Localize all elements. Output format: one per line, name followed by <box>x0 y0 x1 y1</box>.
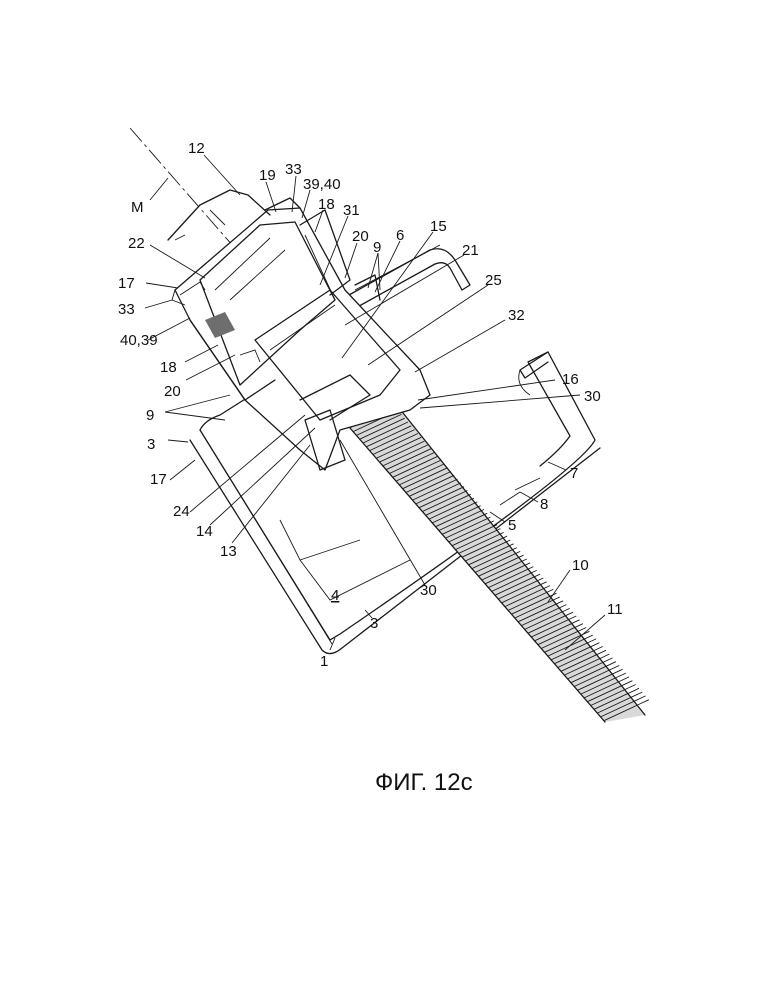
label-30b: 30 <box>420 582 437 599</box>
label-18: 18 <box>318 196 335 213</box>
label-24: 24 <box>173 503 190 520</box>
label-20: 20 <box>352 228 369 245</box>
label-17: 17 <box>118 275 135 292</box>
label-1: 1 <box>320 653 328 670</box>
label-15: 15 <box>430 218 447 235</box>
label-17b: 17 <box>150 471 167 488</box>
label-14: 14 <box>196 523 213 540</box>
label-13: 13 <box>220 543 237 560</box>
label-5: 5 <box>508 517 516 534</box>
label-40-39: 40,39 <box>120 332 158 349</box>
label-9: 9 <box>373 239 381 256</box>
label-m: M <box>131 199 144 216</box>
label-30: 30 <box>584 388 601 405</box>
label-33: 33 <box>285 161 302 178</box>
label-39-40: 39,40 <box>303 176 341 193</box>
label-31: 31 <box>343 202 360 219</box>
label-9b: 9 <box>146 407 154 424</box>
label-25: 25 <box>485 272 502 289</box>
label-3: 3 <box>147 436 155 453</box>
label-6: 6 <box>396 227 404 244</box>
upper-bracket <box>340 245 470 310</box>
label-20b: 20 <box>164 383 181 400</box>
label-22: 22 <box>128 235 145 252</box>
label-19: 19 <box>259 167 276 184</box>
label-7: 7 <box>570 465 578 482</box>
label-18b: 18 <box>160 359 177 376</box>
figure-caption: ФИГ. 12с <box>375 769 473 796</box>
label-12: 12 <box>188 140 205 157</box>
label-16: 16 <box>562 371 579 388</box>
label-4: 4 <box>331 587 339 604</box>
label-21: 21 <box>462 242 479 259</box>
label-8: 8 <box>540 496 548 513</box>
label-32: 32 <box>508 307 525 324</box>
label-11: 11 <box>607 601 623 618</box>
label-3b: 3 <box>370 615 378 632</box>
threaded-rod <box>330 378 649 722</box>
label-33b: 33 <box>118 301 135 318</box>
label-10: 10 <box>572 557 589 574</box>
